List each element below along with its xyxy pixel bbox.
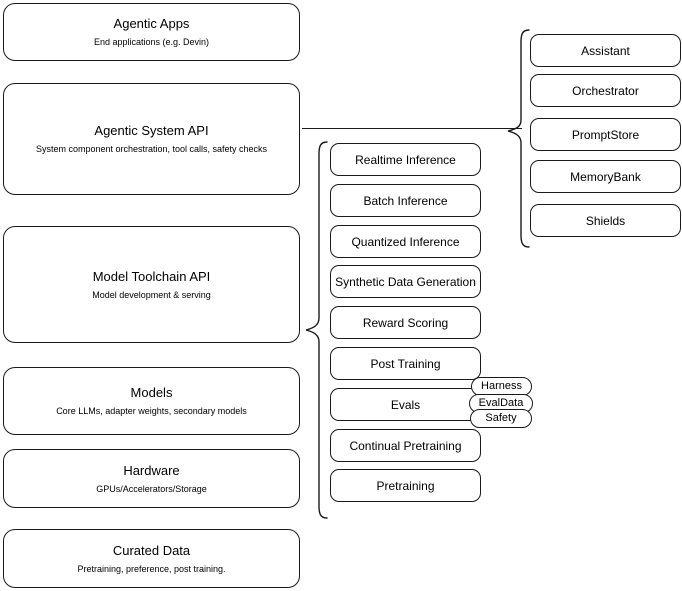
pill-label: Safety <box>485 412 517 424</box>
layer-subtitle: Model development & serving <box>92 289 211 300</box>
layer-title: Curated Data <box>112 542 191 558</box>
eval-subcomponent-evaldata[interactable]: EvalData <box>469 394 533 413</box>
layer-subtitle: GPUs/Accelerators/Storage <box>96 483 207 494</box>
capsule-label: Post Training <box>370 356 441 371</box>
capability-batch-inference[interactable]: Batch Inference <box>330 184 481 217</box>
capability-evals[interactable]: Evals <box>330 388 481 421</box>
layer-curated-data[interactable]: Curated Data Pretraining, preference, po… <box>3 529 300 588</box>
capsule-label: PromptStore <box>571 127 640 142</box>
component-memorybank[interactable]: MemoryBank <box>530 160 681 193</box>
capsule-label: Orchestrator <box>572 83 639 98</box>
layer-title: Agentic System API <box>94 123 209 138</box>
component-orchestrator[interactable]: Orchestrator <box>530 74 681 107</box>
capsule-label: Synthetic Data Generation <box>335 274 476 289</box>
layer-title: Model Toolchain API <box>92 268 211 284</box>
capsule-label: Pretraining <box>376 478 435 493</box>
layer-subtitle: Pretraining, preference, post training. <box>77 563 226 574</box>
layer-subtitle: System component orchestration, tool cal… <box>35 144 268 154</box>
agentic-system-brace-icon <box>507 29 530 248</box>
capsule-label: Evals <box>390 397 421 412</box>
layer-agentic-apps[interactable]: Agentic Apps End applications (e.g. Devi… <box>3 3 300 61</box>
toolchain-brace-icon <box>305 141 328 519</box>
capsule-label: Assistant <box>581 43 630 58</box>
layer-hardware[interactable]: Hardware GPUs/Accelerators/Storage <box>3 449 300 508</box>
capsule-label: Reward Scoring <box>362 315 449 330</box>
component-promptstore[interactable]: PromptStore <box>530 118 681 151</box>
capsule-label: Batch Inference <box>363 193 448 208</box>
pill-label: Harness <box>481 380 522 392</box>
layer-subtitle: Core LLMs, adapter weights, secondary mo… <box>56 406 247 416</box>
connector-system-api-to-components <box>302 128 522 129</box>
component-assistant[interactable]: Assistant <box>530 34 681 67</box>
capability-reward-scoring[interactable]: Reward Scoring <box>330 306 481 339</box>
capsule-label: Continual Pretraining <box>349 438 462 453</box>
layer-subtitle: End applications (e.g. Devin) <box>93 37 210 47</box>
capsule-label: Quantized Inference <box>351 234 460 249</box>
component-shields[interactable]: Shields <box>530 204 681 237</box>
capability-quantized-inference[interactable]: Quantized Inference <box>330 225 481 258</box>
layer-title: Models <box>130 385 173 400</box>
capability-synthetic-data-generation[interactable]: Synthetic Data Generation <box>330 265 481 298</box>
capsule-label: Realtime Inference <box>355 152 456 167</box>
layer-model-toolchain-api[interactable]: Model Toolchain API Model development & … <box>3 226 300 343</box>
pill-label: EvalData <box>478 397 524 409</box>
capsule-label: MemoryBank <box>570 169 641 184</box>
layer-title: Agentic Apps <box>113 16 190 31</box>
layer-models[interactable]: Models Core LLMs, adapter weights, secon… <box>3 367 300 435</box>
capability-realtime-inference[interactable]: Realtime Inference <box>330 143 481 176</box>
eval-subcomponent-safety[interactable]: Safety <box>470 409 532 428</box>
capsule-label: Shields <box>585 213 626 228</box>
capability-continual-pretraining[interactable]: Continual Pretraining <box>330 429 481 462</box>
capability-post-training[interactable]: Post Training <box>330 347 481 380</box>
capability-pretraining[interactable]: Pretraining <box>330 469 481 502</box>
layer-title: Hardware <box>123 462 180 478</box>
layer-agentic-system-api[interactable]: Agentic System API System component orch… <box>3 83 300 195</box>
